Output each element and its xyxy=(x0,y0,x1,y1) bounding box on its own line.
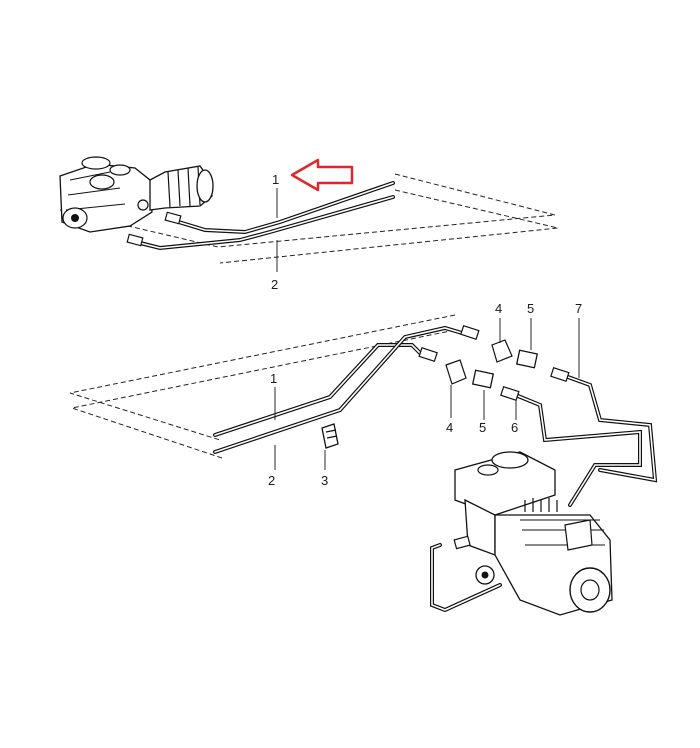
callout-mid-5b: 5 xyxy=(479,420,486,435)
callout-top-2: 2 xyxy=(271,277,278,292)
callout-mid-3: 3 xyxy=(321,473,328,488)
callout-mid-7: 7 xyxy=(575,301,582,316)
nuts-part-5 xyxy=(471,349,539,389)
callout-mid-2: 2 xyxy=(268,473,275,488)
callout-mid-5a: 5 xyxy=(527,301,534,316)
brackets-part-4 xyxy=(445,339,513,385)
master-cylinder xyxy=(59,156,214,233)
top-brake-lines xyxy=(126,181,395,251)
middle-dashed-frame xyxy=(69,314,456,459)
callout-mid-6: 6 xyxy=(511,420,518,435)
callout-mid-1: 1 xyxy=(270,371,277,386)
highlight-arrow xyxy=(290,158,354,192)
top-dashed-frame xyxy=(59,173,559,264)
callout-mid-4b: 4 xyxy=(446,420,453,435)
abs-hydraulic-unit xyxy=(430,451,613,616)
callout-mid-4a: 4 xyxy=(495,301,502,316)
middle-leaders xyxy=(274,318,580,470)
clip-part-3 xyxy=(321,423,339,449)
middle-brake-lines xyxy=(213,324,480,454)
lines-part-6-7 xyxy=(500,366,658,507)
callout-top-1: 1 xyxy=(272,172,279,187)
